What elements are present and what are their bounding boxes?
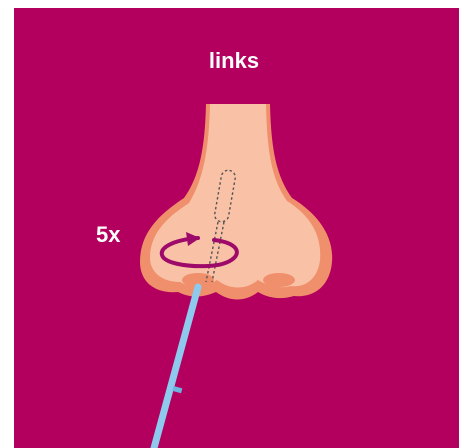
repeat-count-label: 5x bbox=[96, 222, 120, 248]
nostril-right bbox=[263, 273, 295, 287]
swab-icon bbox=[154, 287, 198, 448]
nose-skin bbox=[150, 104, 320, 288]
side-title: links bbox=[0, 48, 468, 74]
